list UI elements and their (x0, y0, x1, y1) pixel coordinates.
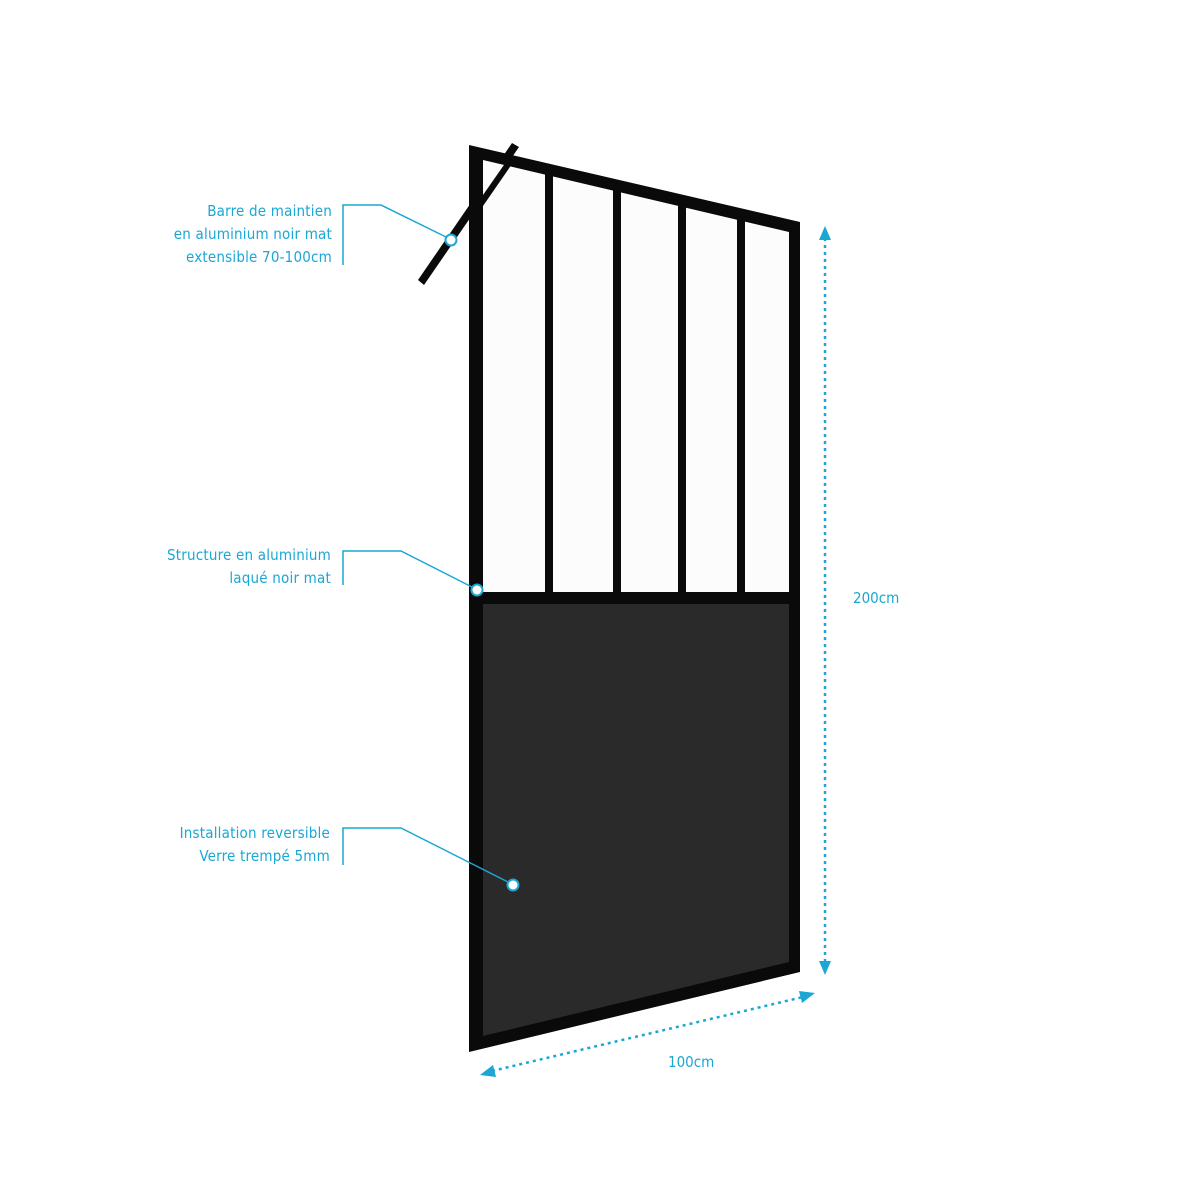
callout-line: laqué noir mat (229, 569, 331, 587)
clear-glass-upper (483, 160, 789, 592)
width-dimension-line (491, 995, 804, 1073)
arrow-down-icon (819, 961, 831, 975)
arrow-left-icon (480, 1065, 496, 1077)
height-dimension-label: 200cm (853, 589, 900, 607)
callout-line: Verre trempé 5mm (199, 847, 330, 865)
callout-label-glass: Installation reversible Verre trempé 5mm (180, 822, 330, 868)
mullion (545, 170, 553, 595)
callout-line: Structure en aluminium (166, 546, 331, 564)
callout-leader-3 (342, 827, 509, 883)
arrow-right-icon (799, 991, 815, 1003)
tinted-glass-lower (483, 604, 789, 1036)
arrow-up-icon (819, 226, 831, 240)
callout-line: extensible 70-100cm (185, 248, 332, 266)
callout-line: en aluminium noir mat (173, 225, 332, 243)
support-bar-behind-glass (483, 162, 512, 206)
callout-line: Installation reversible (179, 824, 330, 842)
callout-dot-2 (470, 583, 484, 597)
callout-leader-1 (342, 204, 447, 265)
callout-label-support-bar: Barre de maintien en aluminium noir mat … (174, 200, 332, 269)
mullion (678, 201, 686, 595)
mullion (737, 215, 745, 595)
callout-leader-2 (342, 550, 473, 588)
callout-label-structure: Structure en aluminium laqué noir mat (167, 544, 331, 590)
callout-dot-1 (444, 233, 458, 247)
callout-line: Barre de maintien (207, 202, 332, 220)
callout-dot-3 (506, 878, 520, 892)
mullion (613, 186, 621, 595)
width-dimension-label: 100cm (668, 1053, 715, 1071)
